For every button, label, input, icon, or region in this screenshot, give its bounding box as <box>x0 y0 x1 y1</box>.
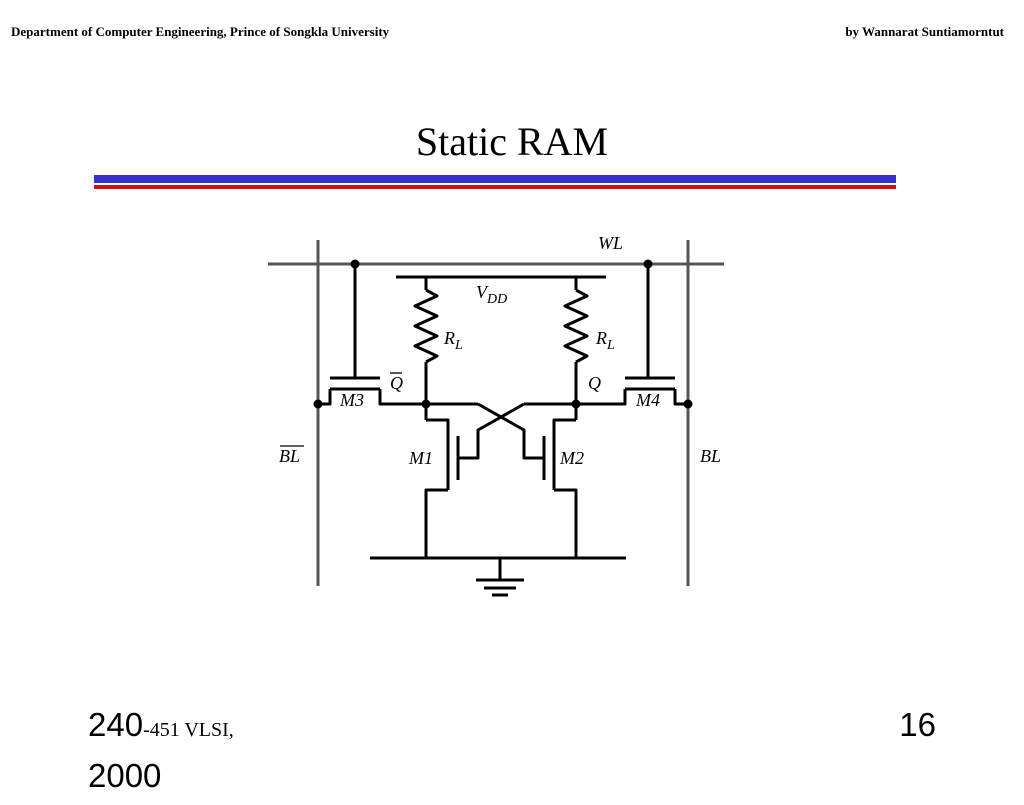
label-qbar: Q <box>390 373 403 393</box>
label-m3: M3 <box>339 390 364 410</box>
label-m2: M2 <box>559 448 584 468</box>
footer-course: 240-451 VLSI, 2000 <box>88 703 234 805</box>
title-rule-red <box>94 185 896 189</box>
label-blbar: BL <box>279 446 300 466</box>
junction-dots <box>313 259 693 409</box>
header-author: by Wannarat Suntiamorntut <box>845 24 1004 39</box>
cross-wire-2 <box>458 402 525 460</box>
right-resistor <box>563 288 589 364</box>
footer-year: 2000 <box>88 757 162 794</box>
circuit-labels: WL VDD RL RL Q Q M3 M4 M1 M2 BL BL <box>279 233 721 468</box>
label-q: Q <box>588 373 601 393</box>
header-department: Department of Computer Engineering, Prin… <box>11 24 390 39</box>
label-m1: M1 <box>408 448 433 468</box>
footer-course-name: -451 VLSI, <box>143 719 234 741</box>
label-rl-right: RL <box>595 328 615 353</box>
label-bl: BL <box>700 446 721 466</box>
left-resistor <box>413 288 439 364</box>
label-vdd: VDD <box>476 282 507 307</box>
title-rule-blue <box>94 175 896 183</box>
footer-course-number: 240 <box>88 706 144 743</box>
circuit-wires <box>318 264 688 597</box>
label-wl: WL <box>598 233 623 253</box>
page-number: 16 <box>899 706 936 743</box>
slide-title: Static RAM <box>415 119 609 164</box>
sram-circuit-diagram: WL VDD RL RL Q Q M3 M4 M1 M2 BL BL <box>268 233 724 597</box>
label-m4: M4 <box>635 390 660 410</box>
label-rl-left: RL <box>443 328 463 353</box>
